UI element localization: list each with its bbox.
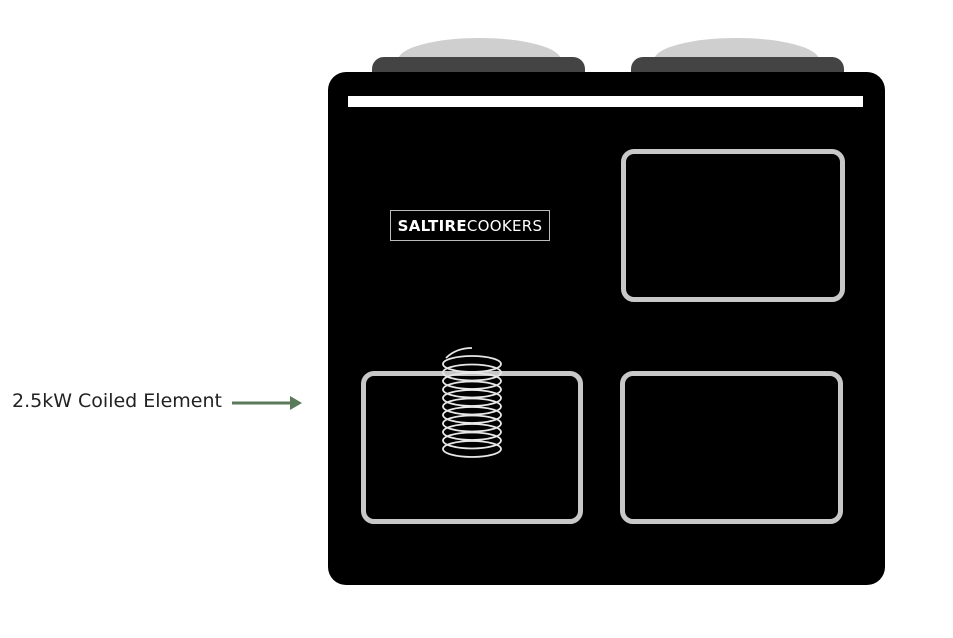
coil-turn [442,431,502,450]
coil-end [445,347,473,359]
coil-turn [442,423,502,441]
coil-turn [442,389,502,407]
coil-turn [442,380,502,399]
logo-bold-text: SALTIRE [397,216,467,235]
coiled-element-icon [442,347,502,458]
right-hotplate-lid-dome [654,38,819,60]
coil-turn [442,406,502,424]
oven-door-top-right [621,149,845,302]
left-hotplate-lid-dome [398,38,561,60]
coil-turn [442,363,502,382]
oven-door-bottom-right [620,371,843,524]
handrail-bar [348,96,863,107]
right-hotplate-lid [631,57,844,74]
coiled-element-label: 2.5kW Coiled Element [12,390,222,412]
logo-light-text: COOKERS [466,216,543,235]
arrow-right-icon [232,396,302,410]
coil-turn [442,397,502,416]
cooker-body [328,72,885,585]
left-hotplate-lid [372,57,585,74]
coil-turn [442,372,502,390]
coil-turn [442,414,502,433]
coil-turn [442,355,502,373]
coil-turn [442,440,502,458]
